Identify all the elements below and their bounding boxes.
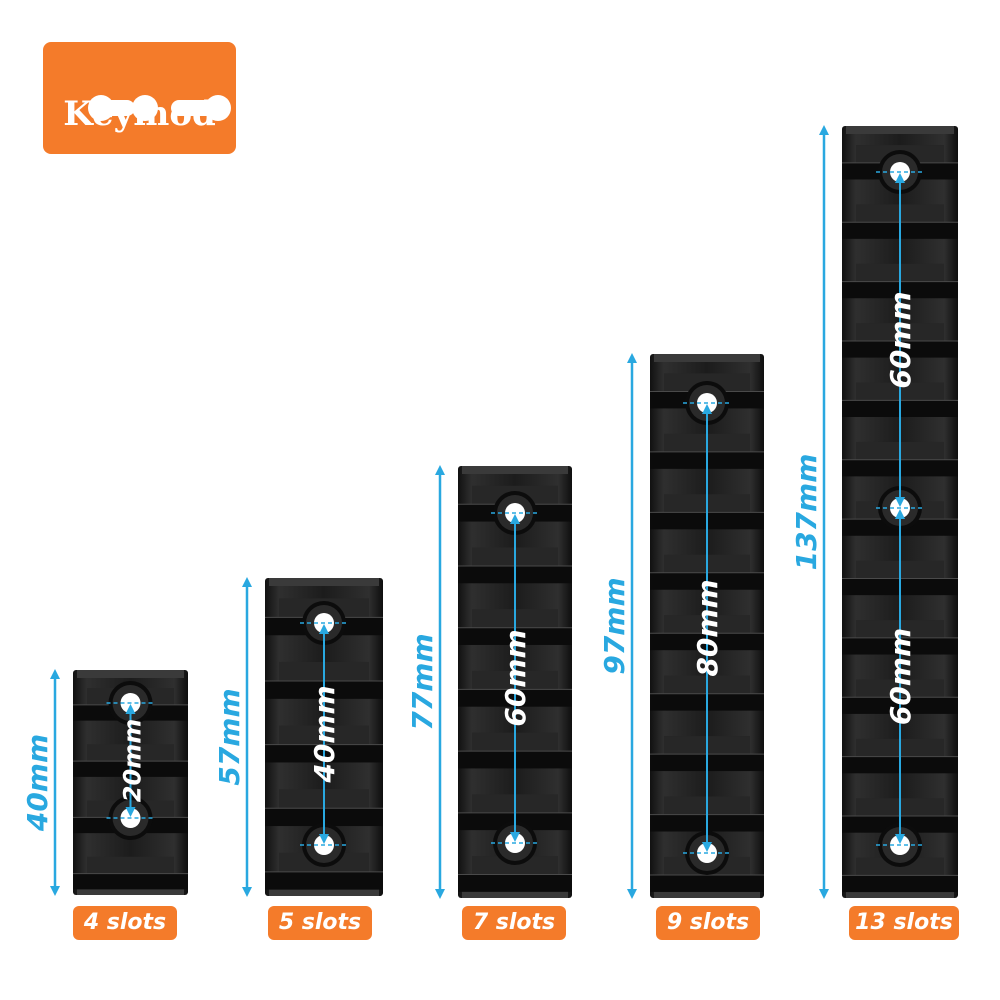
slots-badge-13: 13 slots xyxy=(849,906,959,940)
hole-spacing-label: 60mm xyxy=(884,291,917,388)
overall-length-label: 137mm xyxy=(790,454,823,571)
hole-spacing-label: 40mm xyxy=(308,685,341,783)
rail-7-slots: 60mm 77mm xyxy=(406,465,572,899)
keymod-badge: Keymod xyxy=(43,42,236,154)
rail-5-slots: 40mm 57mm xyxy=(213,577,383,897)
overall-length-label: 57mm xyxy=(213,688,246,785)
overall-length-label: 97mm xyxy=(598,577,631,674)
slots-badge-5: 5 slots xyxy=(268,906,372,940)
slots-badge-7: 7 slots xyxy=(462,906,566,940)
slots-badge-9: 9 slots xyxy=(656,906,760,940)
hole-spacing-label: 80mm xyxy=(691,579,724,676)
hole-spacing-label: 20mm xyxy=(119,719,147,802)
overall-length-label: 77mm xyxy=(406,633,439,730)
hole-spacing-label: 60mm xyxy=(884,628,917,725)
rail-13-slots: 60mm 60mm 137mm xyxy=(790,125,958,899)
keyhole-slot-icons xyxy=(88,95,231,121)
keymod-label: Keymod xyxy=(63,94,216,134)
hole-spacing-label: 60mm xyxy=(499,629,532,726)
rail-9-slots: 80mm 97mm xyxy=(598,353,764,899)
slots-badge-4: 4 slots xyxy=(73,906,177,940)
rail-4-slots: 20mm 40mm xyxy=(21,669,188,896)
overall-length-label: 40mm xyxy=(21,734,54,832)
